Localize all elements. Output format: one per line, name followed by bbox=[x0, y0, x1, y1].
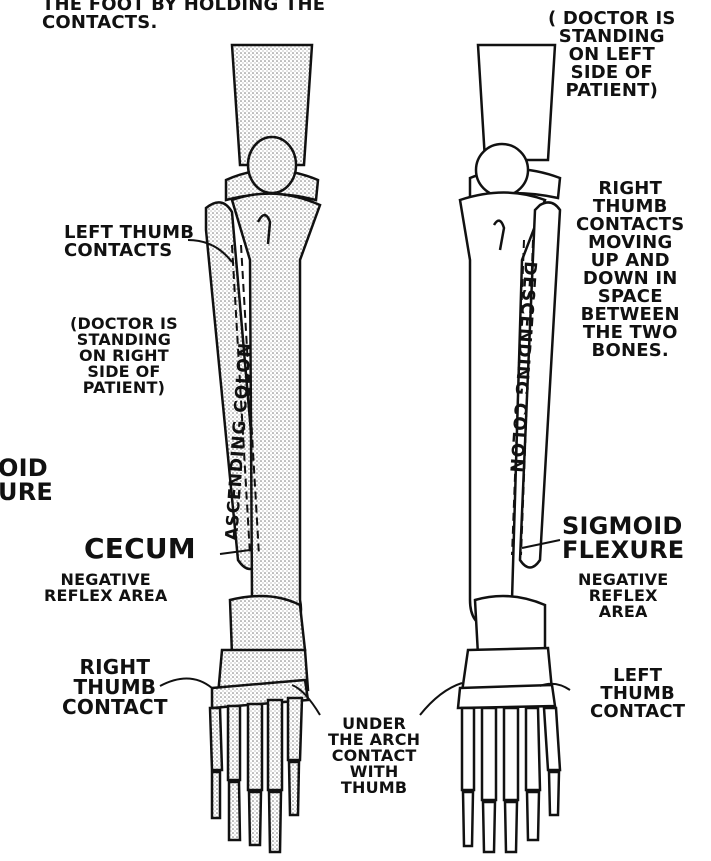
left-thumb-contacts-label: LEFT THUMB CONTACTS bbox=[64, 224, 194, 260]
negative-reflex-area-right: NEGATIVE REFLEX AREA bbox=[578, 572, 668, 620]
right-thumb-contact-label: RIGHT THUMB CONTACT bbox=[62, 657, 168, 717]
under-arch-label: UNDER THE ARCH CONTACT WITH THUMB bbox=[328, 716, 420, 796]
right-thumb-moving-label: RIGHT THUMB CONTACTS MOVING UP AND DOWN … bbox=[576, 180, 684, 360]
left-leg-drawing bbox=[206, 45, 320, 852]
doctor-right-side-note: (DOCTOR IS STANDING ON RIGHT SIDE OF PAT… bbox=[70, 316, 178, 396]
cecum-label: CECUM bbox=[84, 535, 196, 563]
cut-left-fragment: OID URE bbox=[0, 456, 53, 504]
doctor-left-side-note: ( DOCTOR IS STANDING ON LEFT SIDE OF PAT… bbox=[548, 10, 676, 100]
sigmoid-flexure-label: SIGMOID FLEXURE bbox=[562, 514, 684, 562]
left-thumb-contact-label: LEFT THUMB CONTACT bbox=[590, 667, 685, 721]
negative-reflex-area-left: NEGATIVE REFLEX AREA bbox=[44, 572, 167, 604]
top-cut-text: THE FOOT BY HOLDING THE CONTACTS. bbox=[42, 0, 325, 32]
